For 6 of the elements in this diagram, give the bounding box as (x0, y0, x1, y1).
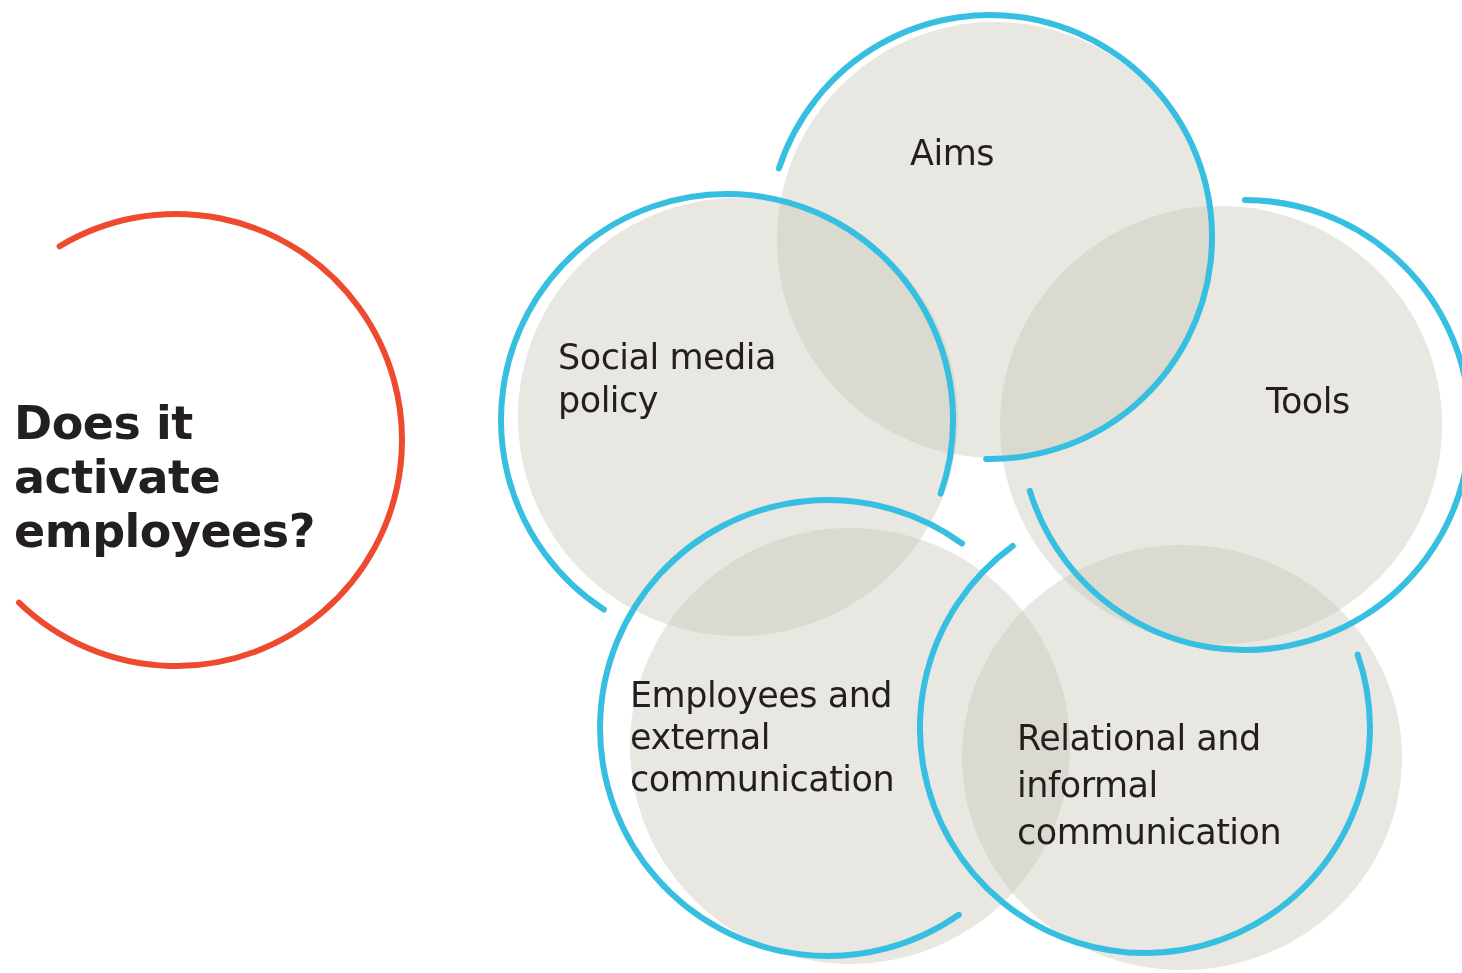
circle-label: Employees and external communication (630, 674, 896, 800)
circle-label: Social media policy (558, 336, 777, 422)
circle-label: Relational and informal communication (1017, 717, 1283, 854)
circle-label: Tools (1266, 380, 1351, 423)
question-text: Does it activate employees? (14, 396, 316, 558)
circle-label: Aims (910, 132, 995, 175)
